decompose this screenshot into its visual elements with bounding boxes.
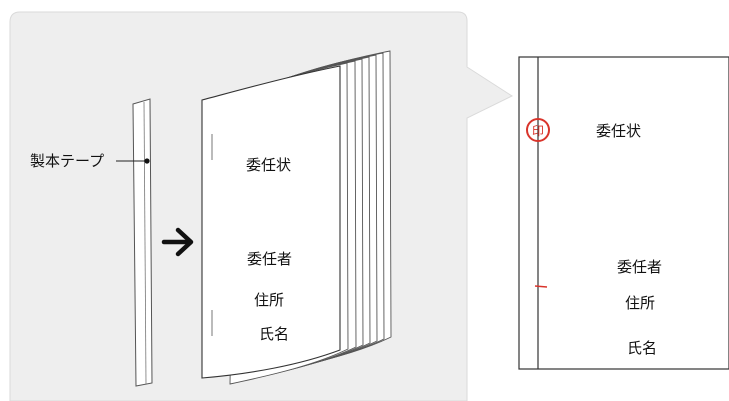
booklet-title: 委任状 [246, 156, 291, 174]
booklet-address-label: 住所 [254, 291, 284, 309]
svg-text:印: 印 [532, 124, 544, 138]
zoom-detail-panel [518, 56, 729, 370]
zoom-title: 委任状 [596, 122, 641, 140]
zoom-name-label: 氏名 [627, 339, 657, 357]
booklet-delegator-label: 委任者 [247, 250, 292, 268]
seal-stamp-icon: 印 [526, 118, 550, 142]
tape-leader-dot [144, 158, 150, 164]
zoom-address-label: 住所 [625, 294, 655, 312]
arrow-right-icon [161, 227, 194, 257]
seal-red-fragment [534, 285, 548, 288]
booklet-name-label: 氏名 [259, 325, 289, 343]
binding-tape [132, 98, 153, 387]
booklet-front-page [201, 65, 341, 379]
tape-label: 製本テープ [30, 152, 104, 170]
zoom-delegator-label: 委任者 [617, 258, 662, 276]
bound-booklet [201, 50, 392, 385]
